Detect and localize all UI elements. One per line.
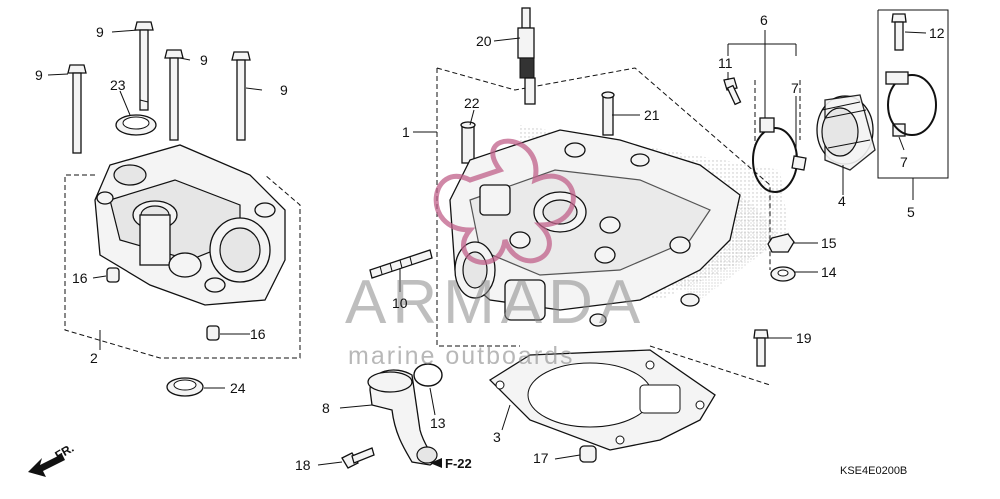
cylinder-head bbox=[449, 129, 741, 327]
watermark-logo bbox=[433, 138, 576, 265]
callout-labels: 9 9 9 9 23 16 16 2 24 20 22 21 1 10 8 13… bbox=[35, 12, 945, 473]
callout-22: 22 bbox=[464, 95, 480, 111]
watermark-tagline: marine outboards bbox=[348, 342, 575, 370]
callout-7: 7 bbox=[791, 80, 799, 96]
callout-9: 9 bbox=[200, 52, 208, 68]
dowel-pin-16-a bbox=[106, 267, 120, 283]
flange-bolt-9-b bbox=[164, 49, 184, 141]
callout-21: 21 bbox=[644, 107, 660, 123]
callout-10: 10 bbox=[392, 295, 408, 311]
valve-guide-21 bbox=[601, 91, 615, 136]
insulator-4 bbox=[816, 94, 876, 171]
cylinder-head-gasket-3 bbox=[488, 349, 716, 451]
stud-bolt-10 bbox=[369, 249, 433, 279]
callout-4: 4 bbox=[838, 193, 846, 209]
valve-guide-22 bbox=[460, 121, 476, 164]
group-frame-camshaft-holder bbox=[64, 174, 301, 359]
front-direction-arrow: FR. bbox=[28, 441, 76, 477]
callout-9: 9 bbox=[35, 67, 43, 83]
diagram-code: KSE4E0200B bbox=[840, 465, 907, 477]
callout-23: 23 bbox=[110, 77, 126, 93]
callout-18: 18 bbox=[295, 457, 311, 473]
callout-16: 16 bbox=[250, 326, 266, 342]
callout-24: 24 bbox=[230, 380, 246, 396]
dowel-pin-16-b bbox=[206, 325, 220, 341]
spark-plug-20 bbox=[517, 7, 536, 105]
dowel-pin-17 bbox=[579, 445, 597, 463]
callout-17: 17 bbox=[533, 450, 549, 466]
insulator-clamp-5 bbox=[885, 71, 937, 136]
group-frame-clamp-set bbox=[877, 9, 949, 179]
o-ring-14 bbox=[413, 363, 443, 387]
callout-12: 12 bbox=[929, 25, 945, 41]
water-joint-8 bbox=[367, 369, 438, 466]
camshaft-holder bbox=[94, 144, 286, 306]
callout-1: 1 bbox=[402, 124, 410, 140]
screw-11 bbox=[723, 77, 742, 106]
cap-nut-15 bbox=[767, 233, 795, 253]
flange-bolt-9-a bbox=[134, 21, 154, 111]
callout-14: 13 bbox=[430, 415, 446, 431]
callout-13: 14 bbox=[821, 264, 837, 280]
callout-5: 5 bbox=[907, 204, 915, 220]
callout-9: 9 bbox=[280, 82, 288, 98]
callout-3: 3 bbox=[493, 429, 501, 445]
callout-2: 2 bbox=[90, 350, 98, 366]
flange-bolt-9-c bbox=[67, 64, 87, 154]
callout-9: 9 bbox=[96, 24, 104, 40]
callout-15: 15 bbox=[821, 235, 837, 251]
section-reference-label: F-22 bbox=[445, 456, 472, 471]
leader-lines bbox=[47, 29, 927, 466]
watermark-brand: ARMADA bbox=[345, 268, 646, 337]
bolt-19 bbox=[753, 329, 769, 367]
callout-6: 6 bbox=[760, 12, 768, 28]
callout-7: 7 bbox=[900, 154, 908, 170]
callout-19: 19 bbox=[796, 330, 812, 346]
clamp-nut-7-a bbox=[791, 155, 807, 171]
o-ring-24 bbox=[166, 377, 204, 397]
flange-bolt-9-d bbox=[231, 51, 251, 141]
group-frame-insulator-set bbox=[727, 43, 801, 150]
callout-20: 20 bbox=[476, 33, 492, 49]
callout-16: 16 bbox=[72, 270, 88, 286]
washer-13 bbox=[770, 266, 796, 282]
o-ring-23 bbox=[115, 114, 157, 136]
flange-bolt-18 bbox=[341, 447, 375, 469]
bolt-12 bbox=[891, 13, 907, 51]
callout-8: 8 bbox=[322, 400, 330, 416]
callout-11: 11 bbox=[718, 55, 733, 71]
section-reference: F-22 bbox=[430, 456, 472, 471]
